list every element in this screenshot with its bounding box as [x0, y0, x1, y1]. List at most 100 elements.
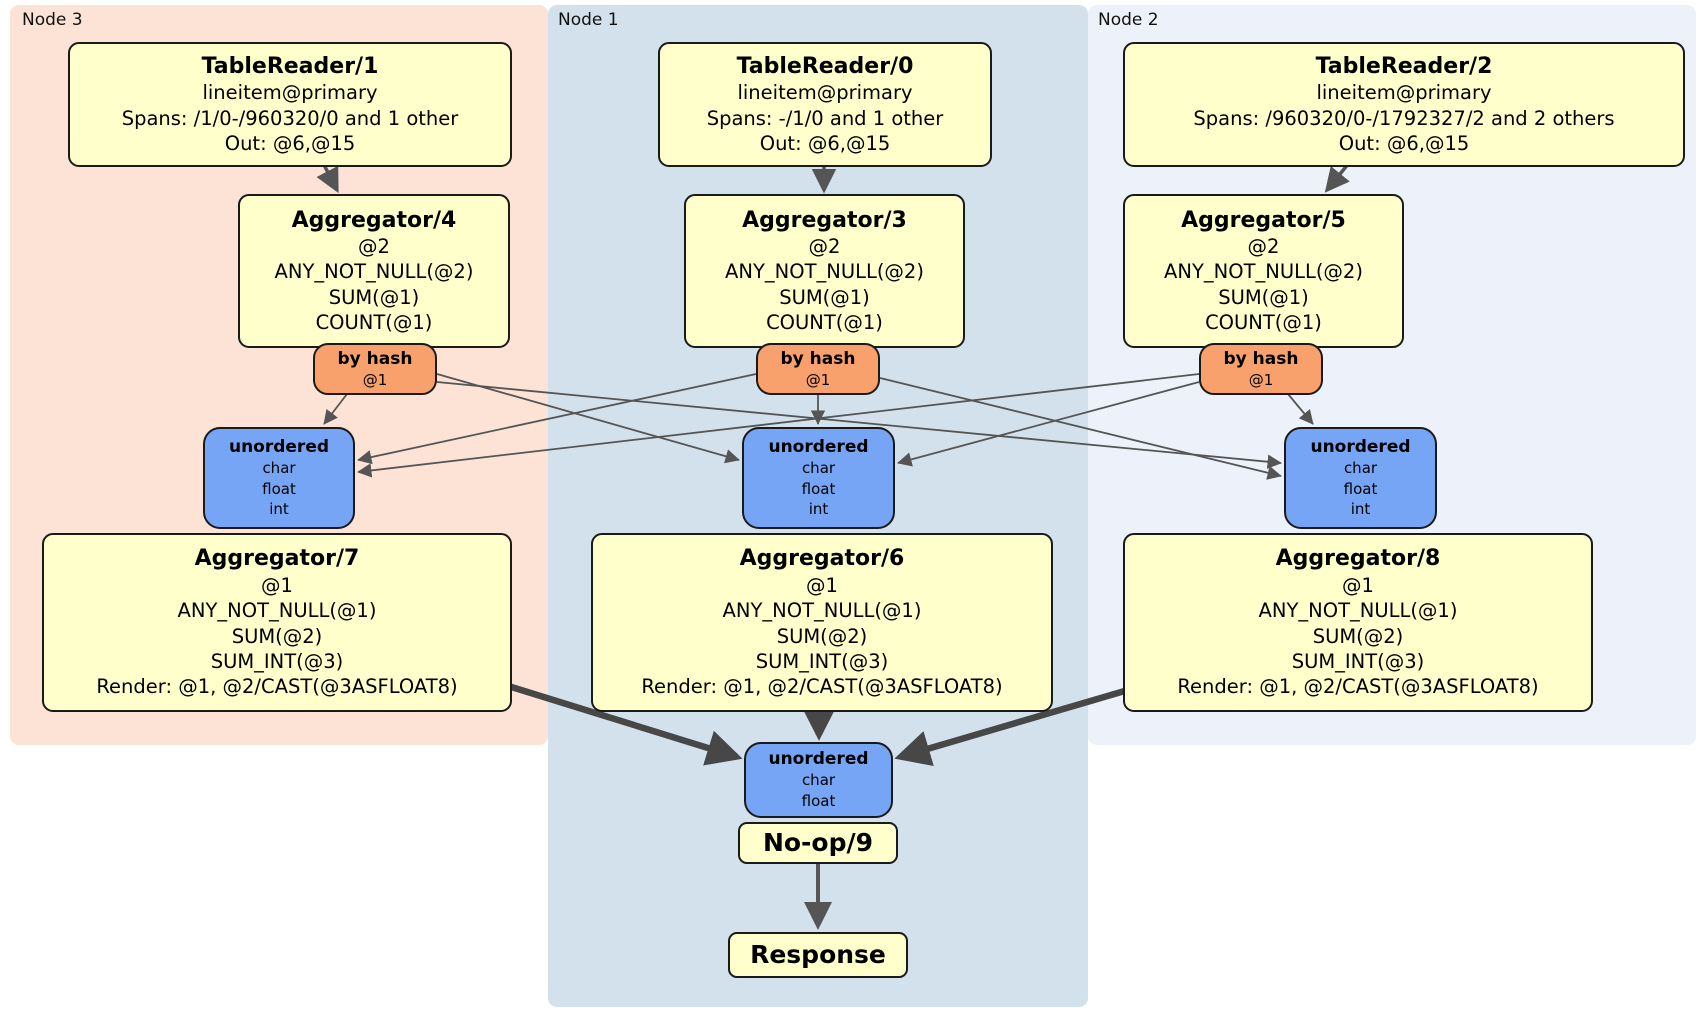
- processor-title: TableReader/1: [201, 53, 379, 79]
- edge-tr2-agg5: [1324, 161, 1351, 193]
- processor-title: Aggregator/3: [742, 207, 907, 233]
- processor-detail: SUM_INT(@3): [755, 649, 889, 673]
- processor-title: Aggregator/5: [1181, 207, 1346, 233]
- sync-column: int: [808, 499, 829, 518]
- processor-title: Response: [750, 940, 886, 970]
- sync-column: float: [801, 479, 836, 498]
- sync-unordered-node1[interactable]: unordered char float int: [742, 427, 895, 529]
- processor-tablereader-1[interactable]: TableReader/1 lineitem@primary Spans: /1…: [68, 42, 512, 167]
- edge-tr1-agg4: [316, 162, 339, 194]
- processor-detail: SUM(@2): [776, 624, 868, 648]
- processor-detail: lineitem@primary: [1316, 81, 1492, 105]
- sync-column: int: [1350, 499, 1371, 518]
- processor-detail: COUNT(@1): [766, 311, 883, 335]
- processor-title: TableReader/2: [1315, 53, 1493, 79]
- processor-detail: @2: [808, 235, 841, 259]
- processor-detail: ANY_NOT_NULL(@2): [274, 260, 474, 284]
- processor-detail: @1: [806, 573, 838, 597]
- sync-column: float: [262, 479, 296, 498]
- sync-column: float: [1343, 479, 1378, 498]
- router-title: by hash: [337, 349, 413, 370]
- router-key: @1: [805, 370, 831, 389]
- router-by-hash-node1[interactable]: by hash @1: [756, 343, 880, 395]
- processor-detail: Render: @1, @2/CAST(@3ASFLOAT8): [641, 675, 1003, 699]
- processor-detail: ANY_NOT_NULL(@1): [722, 599, 922, 623]
- processor-detail: Spans: /1/0-/960320/0 and 1 other: [121, 106, 459, 130]
- processor-aggregator-5[interactable]: Aggregator/5 @2 ANY_NOT_NULL(@2) SUM(@1)…: [1123, 194, 1404, 348]
- processor-title: Aggregator/8: [1275, 546, 1441, 572]
- processor-detail: SUM(@1): [1218, 285, 1309, 309]
- processor-aggregator-8[interactable]: Aggregator/8 @1 ANY_NOT_NULL(@1) SUM(@2)…: [1123, 533, 1593, 712]
- processor-title: TableReader/0: [736, 53, 914, 79]
- processor-aggregator-7[interactable]: Aggregator/7 @1 ANY_NOT_NULL(@1) SUM(@2)…: [42, 533, 512, 712]
- processor-aggregator-3[interactable]: Aggregator/3 @2 ANY_NOT_NULL(@2) SUM(@1)…: [684, 194, 965, 348]
- processor-detail: COUNT(@1): [1205, 311, 1322, 335]
- processor-detail: ANY_NOT_NULL(@1): [177, 599, 377, 623]
- processor-detail: @1: [261, 573, 293, 597]
- processor-detail: Out: @6,@15: [1338, 131, 1470, 155]
- edge-hash1-un2: [879, 377, 1282, 480]
- processor-noop-9[interactable]: No-op/9: [738, 822, 898, 864]
- edge-hash3-un3: [323, 393, 348, 425]
- processor-title: Aggregator/4: [291, 207, 457, 233]
- processor-detail: lineitem@primary: [737, 81, 913, 105]
- sync-title: unordered: [768, 749, 869, 770]
- processor-detail: ANY_NOT_NULL(@1): [1258, 599, 1458, 623]
- router-key: @1: [362, 370, 388, 389]
- router-by-hash-node3[interactable]: by hash @1: [313, 343, 437, 395]
- processor-detail: Render: @1, @2/CAST(@3ASFLOAT8): [1177, 675, 1539, 699]
- sync-column: char: [262, 459, 296, 478]
- processor-title: No-op/9: [762, 828, 874, 858]
- processor-detail: Spans: /960320/0-/1792327/2 and 2 others: [1193, 106, 1615, 130]
- processor-detail: @2: [358, 235, 390, 259]
- processor-detail: SUM_INT(@3): [1291, 649, 1425, 673]
- processor-title: Aggregator/6: [739, 546, 905, 572]
- sync-unordered-node2[interactable]: unordered char float int: [1284, 427, 1437, 529]
- sync-unordered-final[interactable]: unordered char float: [744, 742, 893, 818]
- processor-detail: ANY_NOT_NULL(@2): [725, 260, 924, 284]
- processor-detail: SUM_INT(@3): [210, 649, 344, 673]
- processor-tablereader-2[interactable]: TableReader/2 lineitem@primary Spans: /9…: [1123, 42, 1685, 167]
- processor-tablereader-0[interactable]: TableReader/0 lineitem@primary Spans: -/…: [658, 42, 992, 167]
- edge-hash1-un3: [357, 373, 757, 465]
- processor-detail: ANY_NOT_NULL(@2): [1164, 260, 1363, 284]
- processor-aggregator-6[interactable]: Aggregator/6 @1 ANY_NOT_NULL(@1) SUM(@2)…: [591, 533, 1053, 712]
- edge-hash2-un1: [897, 381, 1200, 467]
- sync-column: char: [1343, 459, 1378, 478]
- processor-title: Aggregator/7: [194, 546, 360, 572]
- processor-detail: Render: @1, @2/CAST(@3ASFLOAT8): [96, 675, 458, 699]
- processor-detail: Spans: -/1/0 and 1 other: [706, 106, 944, 130]
- edge-hash3-un2: [436, 381, 1282, 469]
- router-title: by hash: [1223, 349, 1299, 370]
- processor-detail: lineitem@primary: [202, 81, 378, 105]
- edge-agg7-unc: [504, 681, 743, 766]
- processor-response[interactable]: Response: [728, 932, 908, 978]
- processor-detail: SUM(@1): [779, 285, 870, 309]
- processor-aggregator-4[interactable]: Aggregator/4 @2 ANY_NOT_NULL(@2) SUM(@1)…: [238, 194, 510, 348]
- sync-column: float: [801, 791, 836, 810]
- processor-detail: SUM(@2): [231, 624, 323, 648]
- edge-hash2-un2: [1287, 393, 1314, 425]
- processor-detail: @1: [1342, 573, 1374, 597]
- processor-detail: Out: @6,@15: [759, 131, 891, 155]
- edge-hash3-un1: [436, 373, 740, 464]
- sync-unordered-node3[interactable]: unordered char float int: [203, 427, 355, 529]
- node3-label: Node 3: [22, 10, 83, 30]
- processor-detail: SUM(@1): [328, 285, 420, 309]
- node1-label: Node 1: [558, 10, 619, 30]
- processor-detail: COUNT(@1): [315, 311, 433, 335]
- sync-column: int: [269, 499, 289, 518]
- node2-label: Node 2: [1098, 10, 1159, 30]
- router-key: @1: [1248, 370, 1274, 389]
- edge-agg8-unc: [894, 686, 1129, 767]
- sync-title: unordered: [768, 437, 869, 457]
- processor-detail: @2: [1247, 235, 1280, 259]
- router-by-hash-node2[interactable]: by hash @1: [1199, 343, 1323, 395]
- sync-column: char: [801, 771, 836, 790]
- sync-title: unordered: [228, 437, 330, 457]
- router-title: by hash: [780, 349, 856, 370]
- sync-column: char: [801, 459, 836, 478]
- processor-detail: SUM(@2): [1312, 624, 1404, 648]
